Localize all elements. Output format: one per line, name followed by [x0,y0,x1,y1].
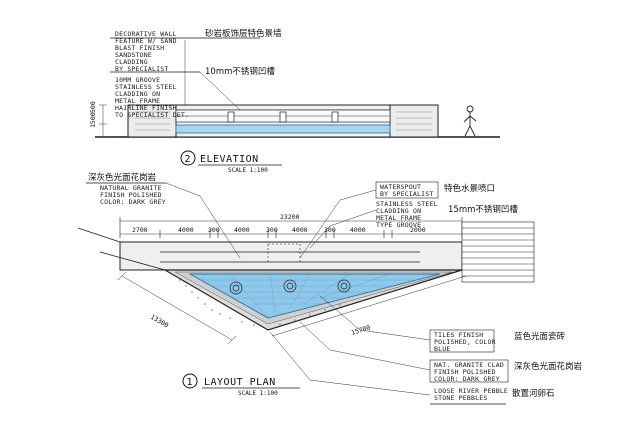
svg-text:4000: 4000 [350,226,366,234]
svg-text:NATURAL GRANITE: NATURAL GRANITE [100,184,162,192]
layout-title: LAYOUT PLAN [204,377,276,388]
svg-text:BY SPECIALIST: BY SPECIALIST [380,190,433,198]
svg-text:STAINLESS STEEL: STAINLESS STEEL [376,200,438,208]
layout-number: 1 [187,377,194,388]
svg-text:300: 300 [266,226,278,234]
svg-text:COLOR: DARK GREY: COLOR: DARK GREY [434,375,500,383]
note-granite-en: NATURAL GRANITE FINISH POLISHED COLOR: D… [100,184,166,206]
dim-chain: 2700 4000 300 4000 300 4000 300 4000 200… [132,226,426,234]
svg-text:LOOSE RIVER PEBBLE: LOOSE RIVER PEBBLE [434,387,508,395]
note-pebble-cn: 散置河卵石 [512,388,555,399]
svg-text:300: 300 [208,226,220,234]
spout-ring-icon [229,279,351,295]
svg-text:STAINLESS STEEL: STAINLESS STEEL [115,83,177,91]
svg-text:HAIRLINE FINISH: HAIRLINE FINISH [115,104,177,112]
svg-text:FINISH POLISHED: FINISH POLISHED [100,191,162,199]
svg-text:300: 300 [324,226,336,234]
steps-block [461,221,535,283]
svg-text:NAT. GRANITE CLAD: NAT. GRANITE CLAD [434,361,504,369]
scale-figure-icon [463,105,477,137]
svg-text:POLISHED, COLOR: POLISHED, COLOR [434,338,496,346]
svg-text:4000: 4000 [178,226,194,234]
note-tiles-cn: 蓝色光面瓷砖 [514,331,566,342]
svg-text:METAL FRAME: METAL FRAME [115,97,160,105]
elevation-height-dim2: 500 [89,101,97,113]
svg-text:CLADDING ON: CLADDING ON [115,90,160,98]
note-stainless-groove-cn: 10mm不锈钢凹槽 [205,66,275,77]
svg-text:TILES FINISH: TILES FINISH [434,331,483,339]
svg-text:10MM GROOVE: 10MM GROOVE [115,76,160,84]
elevation-drawing [95,104,500,138]
elevation-height-dim: 1500 [89,112,97,128]
layout-scale: SCALE 1:100 [238,390,278,397]
svg-text:2000: 2000 [410,226,426,234]
note-waterspout-en: WATERSPOUT BY SPECIALIST [380,183,433,198]
svg-text:4000: 4000 [234,226,250,234]
elevation-title: ELEVATION [200,154,259,165]
svg-text:4000: 4000 [292,226,308,234]
note-granite2-cn: 深灰色光面花岗岩 [514,361,583,372]
svg-text:BY SPECIALIST: BY SPECIALIST [115,65,168,73]
svg-text:FINISH POLISHED: FINISH POLISHED [434,368,496,376]
elevation-title-block: 2 ELEVATION SCALE 1:100 [180,150,282,174]
svg-text:COLOR: DARK GREY: COLOR: DARK GREY [100,198,166,206]
svg-text:TO SPECIALIST DET.: TO SPECIALIST DET. [115,111,189,119]
note-pebble-en: LOOSE RIVER PEBBLE STONE PEBBLES [434,387,508,402]
note-decorative-wall: DECORATIVE WALL FEATURE W/ SAND BLAST FI… [115,30,177,73]
note-steel-en: STAINLESS STEEL CLADDING ON METAL FRAME … [376,200,438,229]
svg-text:BLAST FINISH: BLAST FINISH [115,44,164,52]
side-dim-left: 13300 [149,313,170,330]
layout-title-block: 1 LAYOUT PLAN SCALE 1:100 [182,373,300,397]
svg-text:TYPE GROOVE: TYPE GROOVE [376,221,421,229]
svg-text:STONE PEBBLES: STONE PEBBLES [434,394,487,402]
note-granite2-en: NAT. GRANITE CLAD FINISH POLISHED COLOR:… [434,361,504,383]
note-tiles-en: TILES FINISH POLISHED, COLOR BLUE [434,331,496,353]
note-granite-cn: 深灰色光面花岗岩 [88,172,157,183]
svg-text:CLADDING: CLADDING [115,58,148,66]
note-decorative-wall-cn: 砂岩板饰层特色景墙 [205,28,282,39]
overall-dim: 23200 [280,213,300,221]
svg-text:2700: 2700 [132,226,148,234]
elevation-scale: SCALE 1:100 [228,167,268,174]
note-steel-cn: 15mm不锈钢凹槽 [448,204,518,215]
svg-text:BLUE: BLUE [434,345,450,353]
svg-text:DECORATIVE WALL: DECORATIVE WALL [115,30,177,38]
note-stainless-groove: 10MM GROOVE STAINLESS STEEL CLADDING ON … [115,76,189,119]
svg-text:WATERSPOUT: WATERSPOUT [380,183,421,191]
svg-text:CLADDING ON: CLADDING ON [376,207,421,215]
svg-text:METAL FRAME: METAL FRAME [376,214,421,222]
svg-text:SANDSTONE: SANDSTONE [115,51,152,59]
note-waterspout-cn: 特色水景喷口 [444,183,495,194]
elevation-number: 2 [185,154,192,165]
layout-plan-drawing [77,217,535,345]
svg-text:FEATURE W/ SAND: FEATURE W/ SAND [115,37,177,45]
